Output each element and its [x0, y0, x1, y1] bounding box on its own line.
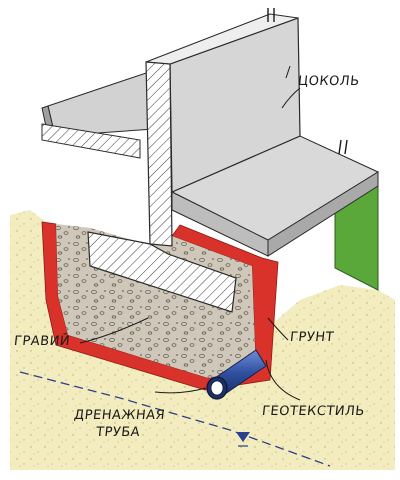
ground-slab-side	[267, 171, 379, 257]
label-drain-pipe-line1: ДРЕНАЖНАЯ	[73, 408, 166, 423]
leader-soil	[267, 317, 289, 341]
leader-geotextile	[265, 359, 301, 401]
groundwater-marker-icon	[236, 432, 250, 442]
footing-hatch	[88, 232, 236, 312]
label-soil: ГРУНТ	[289, 330, 335, 345]
section-marks	[267, 8, 348, 155]
label-drain-pipe-line2: ТРУБА	[95, 425, 141, 440]
leader-tsokol-tick	[285, 65, 291, 79]
label-geotextile: ГЕОТЕКСТИЛЬ	[261, 404, 366, 419]
leader-tsokol	[281, 87, 301, 109]
leader-gravel	[79, 317, 149, 344]
label-gravel: ГРАВИЙ	[13, 334, 71, 349]
groundwater-line	[19, 371, 331, 467]
drainage-pipe	[206, 349, 267, 400]
wall-cut-hatch	[146, 62, 172, 246]
leader-drain	[154, 387, 207, 394]
label-tsokol: ЦОКОЛЬ	[297, 74, 361, 89]
leader-lines	[79, 65, 301, 401]
floor-slab-cut-hatch	[42, 124, 140, 158]
